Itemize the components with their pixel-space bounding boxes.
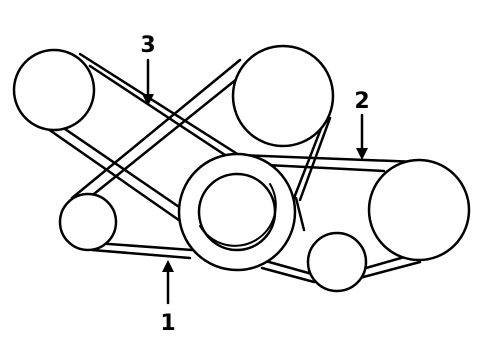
pulley-idler-lower [306, 231, 368, 293]
pulley-upper-right [231, 44, 335, 148]
belt-1-run-bottom-right [260, 266, 316, 284]
belt-2-run-top [236, 153, 420, 164]
belt-3-run-bottom [36, 120, 198, 234]
callout-3-label: 3 [140, 33, 155, 58]
belt-1-run-left-diagonal-inner [82, 68, 250, 204]
callout-3-arrowhead [142, 94, 154, 106]
callout-2-label: 2 [354, 89, 369, 114]
belt-1-connector [294, 196, 306, 232]
callout-1-arrowhead [162, 260, 174, 272]
belt-1-run-bottom-left [90, 248, 192, 260]
belt-3-run-bottom-inner [44, 114, 206, 226]
pulley-upper-left [12, 48, 96, 132]
belt-3-wrap-crank [199, 183, 277, 247]
belt-1-run-right-inner [292, 124, 324, 200]
pulley-right [367, 158, 471, 262]
belt-1-run-left-diagonal [70, 58, 242, 200]
belt-1-run-bottom-left-inner [93, 241, 194, 252]
callout-1-label: 1 [160, 311, 175, 336]
pulley-small-left [58, 192, 118, 252]
callout-2-arrowhead [356, 148, 368, 160]
belt-1 [70, 58, 332, 284]
belt-1-run-bottom-right-inner [260, 258, 314, 276]
belt-2-run-bottom [350, 260, 422, 282]
